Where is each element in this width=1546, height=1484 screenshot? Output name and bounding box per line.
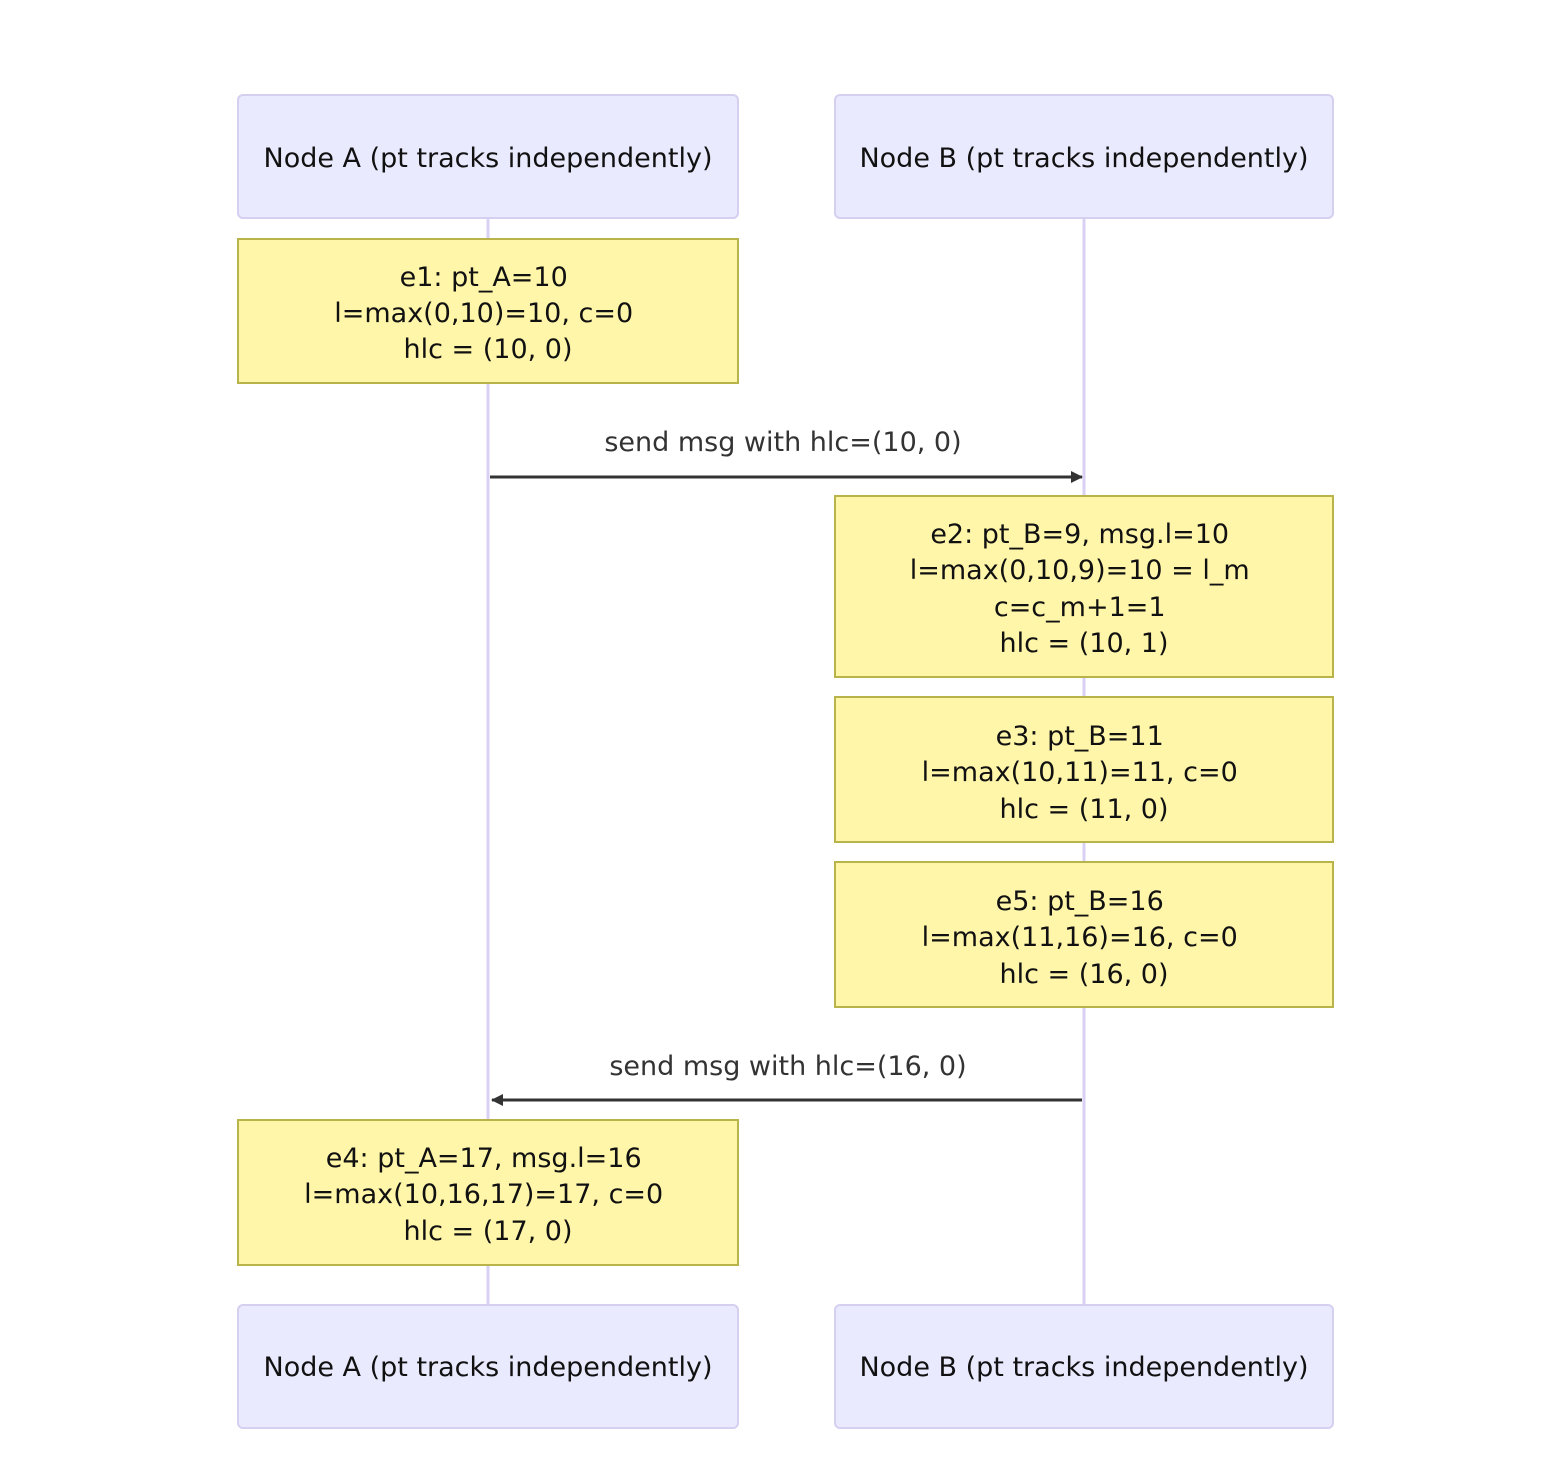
actor-node-a-top: Node A (pt tracks independently) bbox=[237, 94, 739, 219]
note-line: hlc = (10, 1) bbox=[999, 628, 1168, 659]
note-line: e1: pt_A=10 bbox=[400, 262, 568, 293]
note-line: hlc = (10, 0) bbox=[403, 334, 572, 365]
actor-label: Node B (pt tracks independently) bbox=[859, 143, 1308, 174]
note-line: l=max(10,16,17)=17, c=0 bbox=[304, 1179, 663, 1210]
note-line: hlc = (11, 0) bbox=[999, 794, 1168, 825]
note-e4: e4: pt_A=17, msg.l=16 l=max(10,16,17)=17… bbox=[237, 1119, 739, 1266]
note-e5: e5: pt_B=16 l=max(11,16)=16, c=0 hlc = (… bbox=[834, 861, 1334, 1008]
note-line: hlc = (16, 0) bbox=[999, 959, 1168, 990]
note-line: e3: pt_B=11 bbox=[996, 721, 1164, 752]
svg-text:e4: pt_A=17, msg.l=16 l=: e4: pt_A=17, msg.l=16 l=max(10,16,17)=17… bbox=[304, 1143, 672, 1247]
actor-label: Node A (pt tracks independently) bbox=[264, 1352, 713, 1383]
actor-node-b-top: Node B (pt tracks independently) bbox=[834, 94, 1334, 219]
message-a-to-b: send msg with hlc=(10, 0) bbox=[490, 427, 1083, 483]
note-line: l=max(11,16)=16, c=0 bbox=[922, 922, 1238, 953]
message-label: send msg with hlc=(10, 0) bbox=[604, 427, 961, 458]
note-line: l=max(0,10,9)=10 = l_m bbox=[910, 555, 1250, 586]
note-line: e2: pt_B=9, msg.l=10 bbox=[930, 519, 1229, 550]
note-e3: e3: pt_B=11 l=max(10,11)=11, c=0 hlc = (… bbox=[834, 696, 1334, 843]
svg-text:e5: pt_B=16 l=max(11,16): e5: pt_B=16 l=max(11,16)=16, c=0 hlc = (… bbox=[922, 886, 1247, 990]
actor-node-a-bottom: Node A (pt tracks independently) bbox=[237, 1304, 739, 1429]
note-line: hlc = (17, 0) bbox=[403, 1216, 572, 1247]
actor-label: Node A (pt tracks independently) bbox=[264, 143, 713, 174]
svg-text:e1: pt_A=10 l=max(0,10)=: e1: pt_A=10 l=max(0,10)=10, c=0 hlc = (1… bbox=[334, 262, 642, 365]
svg-text:e2: pt_B=9, msg.l=10 l=m: e2: pt_B=9, msg.l=10 l=max(0,10,9)=10 = … bbox=[910, 519, 1259, 659]
note-line: l=max(10,11)=11, c=0 bbox=[922, 757, 1238, 788]
note-line: l=max(0,10)=10, c=0 bbox=[334, 298, 633, 329]
svg-text:e3: pt_B=11 l=max(10,11): e3: pt_B=11 l=max(10,11)=11, c=0 hlc = (… bbox=[922, 721, 1247, 825]
note-e2: e2: pt_B=9, msg.l=10 l=max(0,10,9)=10 = … bbox=[834, 495, 1334, 678]
note-line: c=c_m+1=1 bbox=[994, 592, 1166, 623]
message-label: send msg with hlc=(16, 0) bbox=[609, 1051, 966, 1082]
actor-node-b-bottom: Node B (pt tracks independently) bbox=[834, 1304, 1334, 1429]
actor-label: Node B (pt tracks independently) bbox=[859, 1352, 1308, 1383]
note-e1: e1: pt_A=10 l=max(0,10)=10, c=0 hlc = (1… bbox=[237, 238, 739, 384]
note-line: e4: pt_A=17, msg.l=16 bbox=[326, 1143, 642, 1174]
message-b-to-a: send msg with hlc=(16, 0) bbox=[491, 1051, 1082, 1106]
note-line: e5: pt_B=16 bbox=[996, 886, 1164, 917]
